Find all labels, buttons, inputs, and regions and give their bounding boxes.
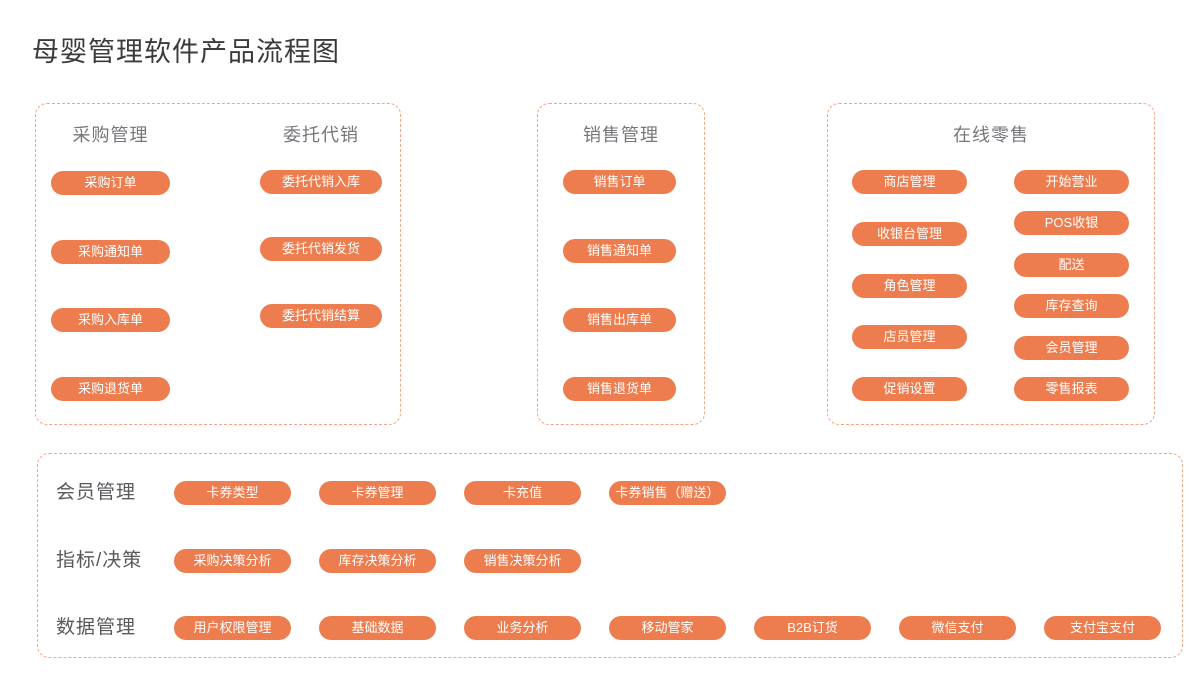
flow-node-pill: 促销设置 — [852, 377, 967, 401]
panel-purchase-consignment: 采购管理 委托代销 采购订单采购通知单采购入库单采购退货单 委托代销入库委托代销… — [35, 103, 401, 425]
flow-node-pill: 收银台管理 — [852, 221, 967, 246]
row-label-member-management: 会员管理 — [56, 482, 137, 503]
flow-node-pill: 支付宝支付 — [1044, 616, 1161, 640]
flow-node-pill: 会员管理 — [1014, 335, 1129, 360]
flow-node-pill: 采购决策分析 — [174, 549, 291, 573]
panel-sales: 销售管理 销售订单销售通知单销售出库单销售退货单 — [537, 103, 705, 425]
flow-node-pill: 销售决策分析 — [464, 549, 581, 573]
flow-node-pill: 委托代销结算 — [260, 304, 382, 328]
flow-node-pill: 销售退货单 — [563, 377, 676, 401]
flow-node-pill: 卡券管理 — [319, 481, 436, 505]
online-retail-pill-list-left: 商店管理收银台管理角色管理店员管理促销设置 — [852, 170, 967, 401]
flow-node-pill: 采购通知单 — [51, 239, 170, 264]
section-header-online-retail: 在线零售 — [953, 125, 1029, 145]
panel-online-retail: 在线零售 商店管理收银台管理角色管理店员管理促销设置 开始营业 POS收银配送库存… — [827, 103, 1155, 425]
flow-node-pill: 卡券销售（赠送） — [609, 481, 726, 505]
flow-node-pill: 采购订单 — [51, 171, 170, 195]
flow-node-pill: 采购退货单 — [51, 376, 170, 401]
flow-node-pill: 店员管理 — [852, 325, 967, 350]
flow-node-pill: 委托代销发货 — [260, 237, 382, 261]
flow-node-pill: 业务分析 — [464, 616, 581, 640]
section-header-purchase: 采购管理 — [72, 125, 149, 145]
flow-node-pill: 卡券类型 — [174, 481, 291, 505]
flow-node-pill: 基础数据 — [319, 616, 436, 640]
flow-node-pill: 移动管家 — [609, 616, 726, 640]
flow-node-pill: B2B订货 — [754, 616, 871, 640]
section-header-consignment: 委托代销 — [283, 125, 359, 145]
row-label-metrics-decision: 指标/决策 — [56, 550, 143, 571]
consignment-pill-list: 委托代销入库委托代销发货委托代销结算 — [260, 170, 382, 328]
flow-node-pill: 销售通知单 — [563, 239, 676, 263]
flow-node-pill: 库存决策分析 — [319, 549, 436, 573]
flow-node-pill: 商店管理 — [852, 170, 967, 194]
flow-node-pill: 开始营业 — [1014, 170, 1129, 194]
flow-node-pill: 角色管理 — [852, 273, 967, 298]
flow-node-pill: 卡充值 — [464, 481, 581, 505]
section-header-sales: 销售管理 — [583, 125, 659, 145]
flow-node-pill: 委托代销入库 — [260, 170, 382, 194]
flow-node-pill: 采购入库单 — [51, 308, 170, 333]
data-management-pill-list: 用户权限管理 基础数据 业务分析 移动管家 B2B订货 微信支付 支付宝支付 — [174, 616, 1161, 640]
page-title: 母婴管理软件产品流程图 — [32, 37, 340, 67]
flow-node-pill: 零售报表 — [1014, 376, 1129, 401]
metrics-decision-pill-list: 采购决策分析 库存决策分析 销售决策分析 — [174, 549, 581, 573]
flow-node-pill: 微信支付 — [899, 616, 1016, 640]
flow-node-pill: 用户权限管理 — [174, 616, 291, 640]
panel-bottom: 会员管理 卡券类型 卡券管理 卡充值 卡券销售（赠送） 指标/决策 采购决策分析 库存决… — [37, 453, 1183, 658]
flow-node-pill: 库存查询 — [1014, 294, 1129, 319]
flow-node-pill: 配送 — [1014, 252, 1129, 277]
flow-node-pill: 销售出库单 — [563, 308, 676, 332]
member-management-pill-list: 卡券类型 卡券管理 卡充值 卡券销售（赠送） — [174, 481, 726, 505]
sales-pill-list: 销售订单销售通知单销售出库单销售退货单 — [563, 170, 676, 401]
purchase-pill-list: 采购订单采购通知单采购入库单采购退货单 — [51, 171, 170, 401]
flow-node-pill: POS收银 — [1014, 211, 1129, 236]
flow-node-pill: 销售订单 — [563, 170, 676, 194]
online-retail-pill-list-right: 开始营业 POS收银配送库存查询会员管理零售报表 — [1014, 170, 1129, 401]
row-label-data-management: 数据管理 — [56, 617, 137, 638]
